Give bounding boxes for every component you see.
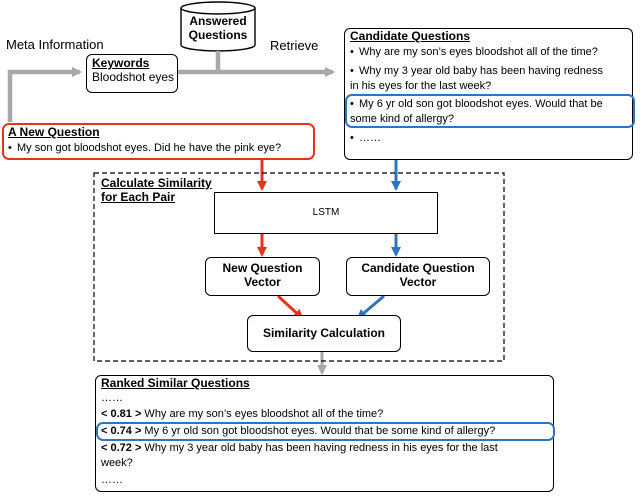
ranked-text: …… [101, 392, 123, 404]
bullet: • [350, 98, 354, 110]
keywords-box [86, 54, 178, 93]
ranked-line-3: < 0.74 > My 6 yr old son got bloodshot e… [101, 424, 495, 438]
meta-information-arrow [7, 67, 82, 122]
database-cylinder-icon [180, 1, 256, 52]
keywords-value: Bloodshot eyes [92, 70, 175, 84]
ranked-line-4: < 0.72 > Why my 3 year old baby has been… [101, 441, 498, 455]
similarity-calculation-box [247, 315, 401, 352]
candidate-question-vector-line-1: Candidate Question [361, 261, 475, 275]
matched-candidate-highlight [345, 94, 635, 128]
bullet: • [8, 142, 12, 154]
database-label-line-1: Answered [189, 14, 247, 28]
lstm-box [214, 192, 438, 234]
candidate-question-vector-box [346, 257, 490, 296]
ranked-text: week? [101, 457, 133, 469]
database-label-line-2: Questions [188, 28, 248, 42]
lstm-label: LSTM [312, 207, 340, 218]
similarity-title-line-1: Calculate Similarity [101, 176, 212, 190]
candidate-item-text: My 6 yr old son got bloodshot eyes. Woul… [359, 98, 603, 110]
candidate-item-2-cont: in his eyes for the last week? [350, 80, 492, 92]
bullet: • [350, 65, 354, 77]
candidate-item-2: • Why my 3 year old baby has been having … [350, 64, 603, 78]
candidate-item-3: • My 6 yr old son got bloodshot eyes. Wou… [350, 97, 603, 111]
similarity-region-border [93, 172, 505, 362]
candidate-item-text: …… [359, 132, 381, 144]
ranked-score: < 0.72 > [101, 442, 142, 454]
ranked-title: Ranked Similar Questions [101, 376, 250, 390]
ranked-questions-box [95, 375, 554, 492]
candidate-item-1: • Why are my son’s eyes bloodshot all of … [350, 45, 598, 59]
candidate-item-4: • …… [350, 131, 381, 145]
matched-ranked-highlight [96, 422, 555, 441]
candidate-item-text: Why are my son’s eyes bloodshot all of t… [359, 46, 598, 58]
ranked-score: < 0.81 > [101, 408, 142, 420]
similarity-title-line-2: for Each Pair [101, 190, 176, 204]
candidate-questions-title: Candidate Questions [350, 29, 471, 43]
ranked-line-2: < 0.81 > Why are my son’s eyes bloodshot… [101, 407, 383, 421]
new-question-text: • My son got bloodshot eyes. Did he have … [8, 141, 281, 155]
new-question-vector-line-2: Vector [244, 275, 281, 289]
new-question-body: My son got bloodshot eyes. Did he have t… [17, 142, 282, 154]
ranked-text: Why are my son’s eyes bloodshot all of t… [141, 408, 384, 420]
meta-information-label: Meta Information [6, 37, 104, 52]
candidate-item-3-cont: some kind of allergy? [350, 113, 454, 125]
new-question-title: A New Question [8, 125, 100, 139]
new-question-vector-box [205, 257, 320, 296]
ranked-line-1: …… [101, 391, 123, 405]
keywords-title: Keywords [92, 56, 150, 70]
new-question-vector-line-1: New Question [222, 261, 303, 275]
candidate-vector-to-similarity-arrow [356, 294, 385, 320]
ranked-line-6: …… [101, 473, 123, 487]
similarity-calculation-label: Similarity Calculation [262, 326, 386, 340]
bullet: • [350, 46, 354, 58]
candidate-item-text: Why my 3 year old baby has been having r… [359, 65, 603, 77]
candidate-question-vector-line-2: Vector [399, 275, 437, 289]
ranked-text: …… [101, 474, 123, 486]
ranked-text: My 6 yr old son got bloodshot eyes. Woul… [141, 425, 496, 437]
ranked-text: Why my 3 year old baby has been having r… [141, 442, 498, 454]
new-question-box [2, 123, 315, 160]
bullet: • [350, 132, 354, 144]
retrieve-label: Retrieve [270, 38, 319, 53]
new-vector-to-similarity-arrow [276, 294, 304, 320]
ranked-line-5: week? [101, 456, 133, 470]
ranked-score: < 0.74 > [101, 425, 142, 437]
